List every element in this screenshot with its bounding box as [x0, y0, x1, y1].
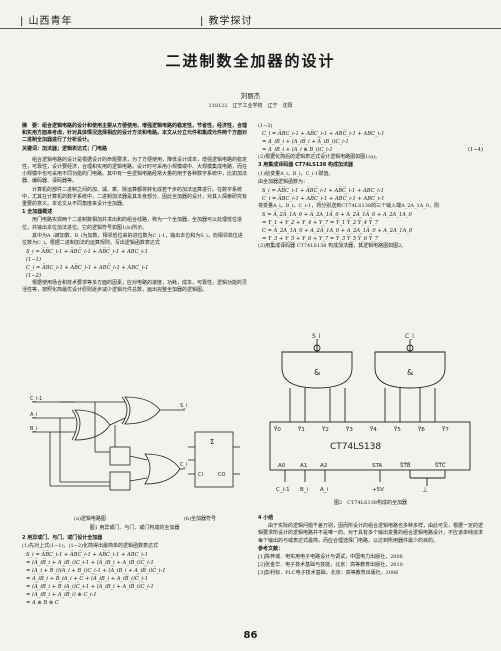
figure-2-circuit: S_i C_i & & Y̅0 Y̅1 Y̅2 Y̅3 Y̅4 Y̅5 Y̅6 …	[269, 333, 471, 494]
equation-2-line-6: = (A̅_iB_i + A_iB̅_i) ⊕ C_i-1	[26, 592, 97, 599]
section-2-paragraph-1: (1)先对上式(1−1)，(1−2)化简得出最简单的逻辑函数表达式	[22, 543, 158, 550]
reference-3: [3]彭利标．PLC电子技术基础，北京：高等教育出版社，2006	[258, 570, 399, 577]
figure-1-circuit: C_i-1 A_i B_i C_i S_i CI CO Σ	[30, 396, 240, 491]
equation-4-line-2: C_i = A̅BC_i-1 + AB̅C_i-1 + ABC̅_i-1 + A…	[262, 196, 385, 203]
section-name: | 教学探讨	[200, 16, 253, 27]
keywords: 关键词：加法器；逻辑表达式；门电路	[22, 145, 108, 152]
fig1-label-b: B_i	[30, 426, 37, 432]
section-4-heading: 4 小结	[258, 515, 274, 521]
fig1-sigma: Σ	[210, 438, 214, 446]
fig2-out-y7: Y̅7	[441, 426, 449, 433]
equation-5-line-1: S = A̅_2A̅_1A_0 + A̅_2A_1A̅_0 + A_2A̅_1A…	[262, 212, 412, 219]
section-3-paragraph-3: 将变量A_i，B_i，C_i-1，将分别送到CT74LS138的三个输入端A_2…	[258, 203, 439, 210]
fig2-gate-1-and: &	[314, 368, 320, 377]
reference-1: [1]陈梓城．电实用电子电路设计与调试，中国电力出版社，2006	[258, 554, 403, 561]
equation-3-line-2: = A_iB_i + (A_iB̅_i + A̅_iB_i)C_i-1	[262, 139, 349, 146]
equation-2-line-5: = (A̅_iB_i + B̅_iA_i)C̅_i-1 + (A̅_iB_i +…	[26, 584, 154, 591]
equation-2-line-4: = A̅_iB̅_i + B̅_iA_i + C̅ + (A̅_iB_i + A…	[26, 576, 149, 583]
fig2-chip-label: CT74LS138	[330, 442, 381, 452]
section-4-paragraph-1: 由于实际的逻辑问题千差万别，因而所设计的组合逻辑电路也多种多样，由此可见，根据一…	[258, 523, 484, 544]
right-paragraph-1: (2)根据化简后的逻辑表达式设计逻辑电路图如图1(a)。	[258, 154, 381, 161]
equation-2-line-2: = (A̅_iB̅_i + A_iB_i)C_i-1 + (A̅_iB_i + …	[26, 560, 154, 567]
equation-2-line-7: = A ⊕ B ⊕ C	[26, 600, 59, 607]
fig2-ground: ⊥	[422, 486, 428, 494]
right-column: (1−3) C_i = A̅BC_i-1 + AB̅C_i-1 + ABC̅_i…	[258, 123, 483, 251]
equation-5-line-4: = Y_3 + Y_5 + Y_6 + Y_7 = Y̅_3 Y̅_5 Y̅_6…	[262, 236, 379, 243]
page-number: 86	[243, 630, 258, 641]
fig2-gate-2-and: &	[407, 368, 413, 377]
equation-4-line-1: S_i = A̅B̅C_i-1 + A̅BC̅_i-1 + AB̅C̅_i-1 …	[262, 188, 384, 195]
fig2-out-y4: Y̅4	[369, 426, 377, 433]
left-column: 摘 要：组合逻辑电路的设计和使用主要从方便使用，增强逻辑电路的稳定性，节省性，经…	[22, 123, 247, 296]
equation-tag-1-3: (1−3)	[258, 123, 273, 129]
section-3-heading: 3 用集成译码器 CT74LS138 构成加法器	[258, 162, 353, 169]
equation-tag-1-4: (1−4)	[468, 147, 483, 154]
equation-1-2: C_i = A̅BC_i-1 + AB̅C_i-1 + ABC̅_i-1 + A…	[26, 265, 149, 272]
fig2-in-a2: A2	[320, 463, 327, 469]
fig2-bottom-bi: B_i	[300, 487, 309, 493]
fig2-in-stc: S̅T̅C̅	[435, 462, 446, 469]
abstract: 摘 要：组合逻辑电路的设计和使用主要从方便使用，增强逻辑电路的稳定性，节省性，经…	[22, 123, 248, 144]
fig2-bottom-ai: A_i	[320, 487, 329, 493]
references-heading: 参考文献：	[258, 545, 284, 552]
equation-2-line-3: = (A_i + B̅_i)(A̅_i + B_i)C_i-1 + (A̅_iB…	[26, 568, 166, 575]
affiliation: 118122 辽宁工业学校 辽宁 沈阳	[208, 103, 293, 109]
fig2-in-a0: A0	[278, 463, 286, 469]
section-3-paragraph-1: (1)给变量A_i，B_i，C_i-1赋值。	[258, 170, 334, 177]
section-1-paragraph-1: 用门电路实现两个二进制数相加并求出和的组合线路，称为一个全加器。全加器可以处理低…	[22, 217, 243, 231]
fig2-label-si: S_i	[312, 333, 321, 340]
fig1-label-a: A_i	[30, 412, 37, 418]
figure-2-caption: 图2 CT74LS138构成的全加器	[334, 500, 407, 506]
fig2-bottom-vcc: +5V	[372, 487, 384, 493]
section-1-paragraph-2: 其中为A_i被加数、B_i为加数，相邻低位来的进位数为C_i-1，输出本位和为S…	[22, 232, 243, 247]
intro-paragraph-1: 组合逻辑电路的设计是根据设计的命题要求，为了方便使用，降低设计成本，增强逻辑电路…	[22, 156, 248, 185]
figure-1-caption: 图1 用异或门、与门、或门构成的全加器	[89, 525, 180, 531]
left-column-lower: 2 用异或门、与门、或门设计全加器 (1)先对上式(1−1)，(1−2)化简得出…	[22, 535, 247, 607]
fig1-label-si: S_i	[180, 403, 187, 409]
section-1-heading: 1 全加器概述	[22, 209, 53, 216]
fig2-bottom-cin: C_i-1	[276, 487, 290, 493]
equation-5-line-2: = Y_1 + Y_2 + Y_4 + Y_7 = Y̅_1 Y̅_2 Y̅_4…	[262, 220, 379, 227]
section-1-paragraph-3: 根据使用场合和技术要求等多方面的因素，应对电路的速度，功耗，成本，可靠性，逻辑功…	[22, 280, 248, 294]
journal-name: | 山西青年	[20, 16, 73, 27]
section-2-heading: 2 用异或门、与门、或门设计全加器	[22, 535, 103, 541]
equation-5-line-3: C = A̅_2A_1A_0 + A_2A̅_1A_0 + A_2A_1A̅_0…	[262, 228, 413, 235]
section-3-paragraph-2: 由全加器逻辑函数为：	[258, 178, 309, 185]
figure-1-caption-b: (b)全加器符号	[183, 516, 217, 522]
fig2-label-ci: C_i	[405, 333, 414, 340]
section-3-paragraph-4: (2)用集成译码器 CT74LS138 构成加法器，其逻辑电路图如图2。	[258, 243, 407, 250]
reference-2: [2]张金华．电子技术基础与技能，北京：高等教育出版社，2010	[258, 562, 403, 569]
equation-3-line-3: = A_iB_i + (A_i ⊕ B_i)C_i-1	[262, 147, 333, 154]
fig2-out-y6: Y̅6	[417, 426, 425, 433]
header-rule	[0, 28, 501, 29]
fig2-out-y2: Y̅2	[321, 426, 329, 433]
fig1-label-ci-pin: CI	[198, 472, 203, 478]
fig2-in-a1: A1	[300, 463, 307, 469]
intro-paragraph-2: 计算机的部件二进制之间的加、减、乘、除运算都将转化成若干步的加法运算进行。在数字…	[22, 186, 248, 208]
fig2-out-y5: Y̅5	[393, 426, 401, 433]
fig2-out-y3: Y̅3	[345, 426, 353, 433]
equation-2-line-1: S_i = A̅B̅C_i-1 + A̅BC̅_i-1 + AB̅C̅_i-1 …	[26, 552, 148, 559]
fig2-out-y1: Y̅1	[297, 426, 305, 433]
fig2-in-stb: S̅T̅B̅	[400, 462, 411, 469]
figure-1-caption-a: (a)逻辑电路图	[74, 516, 106, 522]
fig1-label-ci: C_i	[180, 462, 187, 468]
fig1-label-cin: C_i-1	[30, 396, 42, 402]
fig2-out-y0: Y̅0	[273, 426, 281, 433]
fig2-in-sta: STA	[372, 463, 382, 469]
right-column-lower: 4 小结 由于实际的逻辑问题千差万别，因而所设计的组合逻辑电路也多种多样，由此可…	[258, 515, 483, 579]
equation-1-2-tag: (1−2)	[26, 273, 41, 280]
fig1-label-co-pin: CO	[218, 472, 225, 478]
paper-title: 二进制数全加器的设计	[165, 52, 336, 70]
equation-1-1-tag: (1−1)	[26, 257, 41, 264]
equation-1-1: S_i = A̅B̅C_i-1 + A̅BC̅_i-1 + AB̅C̅_i-1 …	[26, 249, 148, 256]
author: 刘丽杰	[240, 92, 261, 100]
equation-3-line-1: C_i = A̅BC_i-1 + AB̅C_i-1 + ABC̅_i-1 + A…	[262, 131, 385, 138]
